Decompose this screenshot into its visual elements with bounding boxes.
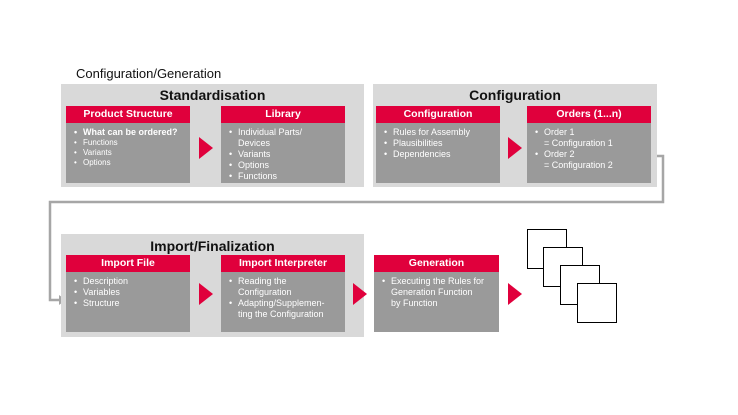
list-item: Structure — [74, 298, 186, 309]
arrow-right-icon — [508, 283, 522, 305]
list-item: Variants — [229, 149, 341, 160]
arrow-right-icon — [508, 137, 522, 159]
arrow-right-icon — [199, 283, 213, 305]
list-item: Variants — [74, 148, 186, 158]
list-item: Description — [74, 276, 186, 287]
card-title-library: Library — [221, 106, 345, 123]
list-item: Executing the Rules for — [382, 276, 495, 287]
list-item: Devices — [238, 138, 271, 148]
list-item: Dependencies — [384, 149, 496, 160]
list-item: Options — [74, 158, 186, 168]
card-title-product-structure: Product Structure — [66, 106, 190, 123]
list-item: Functions — [74, 138, 186, 148]
list-item: Rules for Assembly — [384, 127, 496, 138]
card-title-orders: Orders (1...n) — [527, 106, 651, 123]
list-item: Order 2 — [535, 149, 647, 160]
list-item: = Configuration 2 — [544, 160, 613, 170]
list-item: Options — [229, 160, 341, 171]
card-orders: Orders (1...n) Order 1 = Configuration 1… — [527, 106, 651, 183]
card-title-configuration: Configuration — [376, 106, 500, 123]
card-library: Library Individual Parts/ Devices Varian… — [221, 106, 345, 183]
document-stack-icon — [527, 229, 617, 324]
arrow-right-icon — [199, 137, 213, 159]
list-item: Configuration — [238, 287, 292, 297]
group-title-standardisation: Standardisation — [159, 87, 266, 103]
card-title-generation: Generation — [374, 255, 499, 272]
list-item: Order 1 — [535, 127, 647, 138]
list-item: ting the Configuration — [238, 309, 324, 319]
document-icon — [577, 283, 617, 323]
list-item: Plausibilities — [384, 138, 496, 149]
list-item: Functions — [229, 171, 341, 182]
card-title-import-interpreter: Import Interpreter — [221, 255, 345, 272]
list-item: by Function — [391, 298, 438, 308]
list-item: What can be ordered? — [74, 127, 186, 138]
card-import-file: Import File Description Variables Struct… — [66, 255, 190, 332]
list-item: = Configuration 1 — [544, 138, 613, 148]
list-item: Generation Function — [391, 287, 473, 297]
list-item: Adapting/Supplemen- — [229, 298, 341, 309]
card-product-structure: Product Structure What can be ordered? F… — [66, 106, 190, 183]
list-item: Reading the — [229, 276, 341, 287]
list-item: Variables — [74, 287, 186, 298]
card-generation: Generation Executing the Rules for Gener… — [374, 255, 499, 332]
arrow-right-icon — [353, 283, 367, 305]
list-item: Individual Parts/ — [229, 127, 341, 138]
group-title-configuration: Configuration — [469, 87, 561, 103]
group-title-import-finalization: Import/Finalization — [150, 238, 275, 254]
card-import-interpreter: Import Interpreter Reading the Configura… — [221, 255, 345, 332]
card-title-import-file: Import File — [66, 255, 190, 272]
diagram-heading: Configuration/Generation — [76, 66, 222, 81]
card-configuration: Configuration Rules for Assembly Plausib… — [376, 106, 500, 183]
